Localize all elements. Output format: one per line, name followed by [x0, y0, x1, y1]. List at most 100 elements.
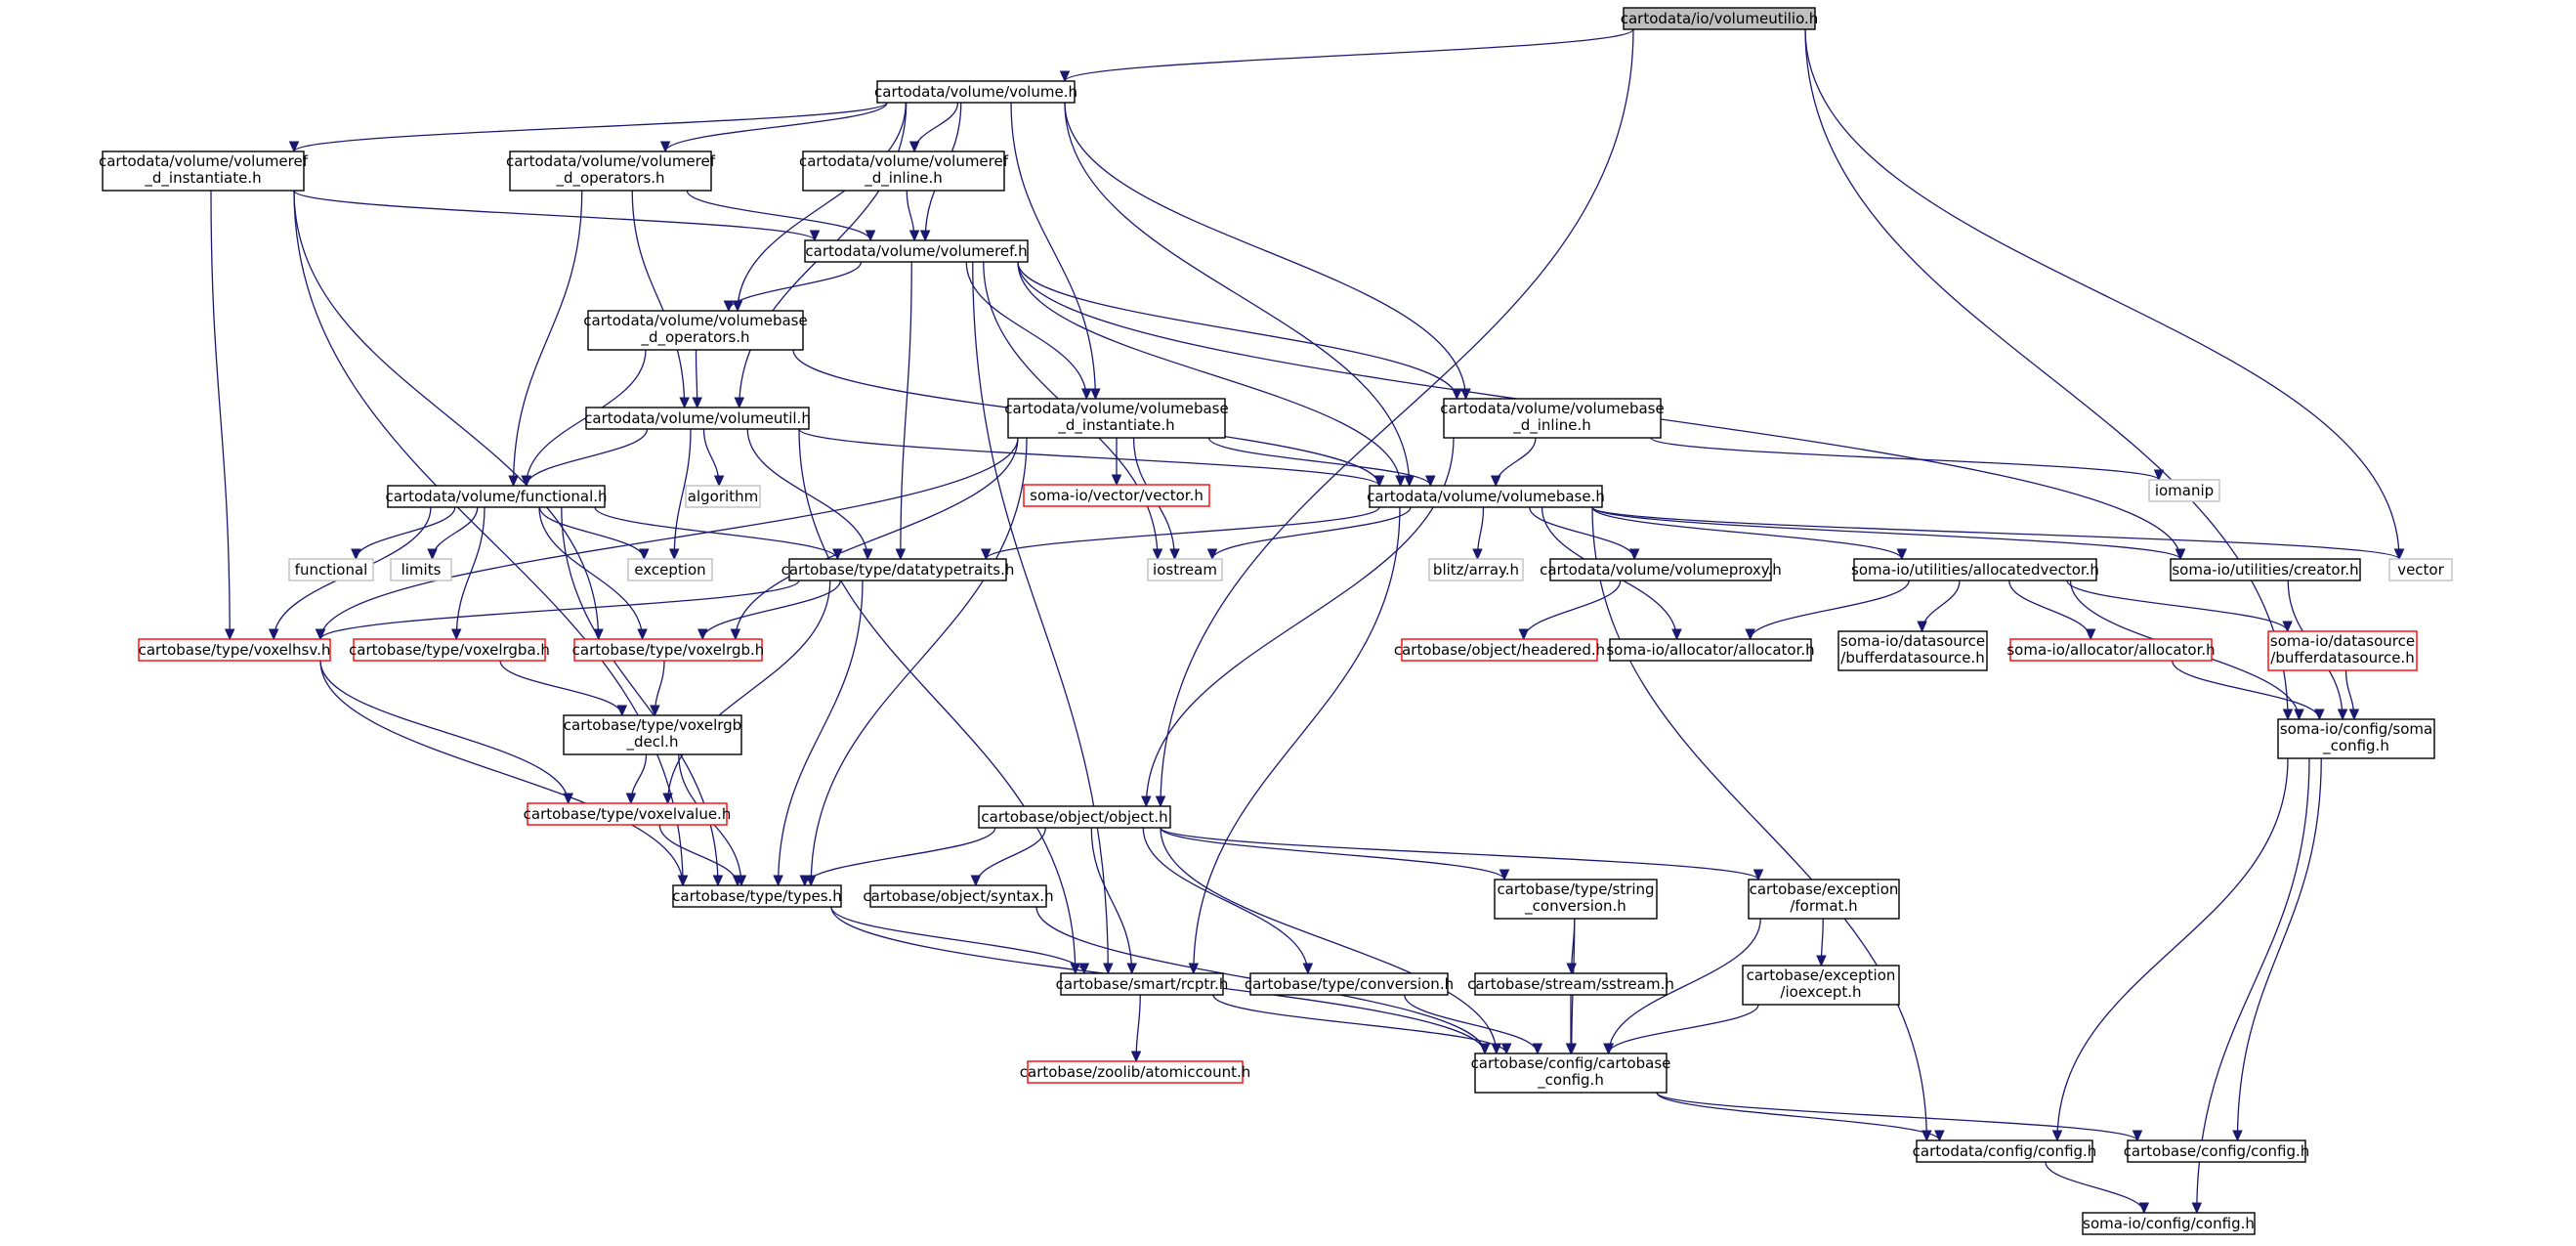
node-atomiccount[interactable]: cartobase/zoolib/atomiccount.h	[1020, 1060, 1250, 1084]
node-string_conversion[interactable]: cartobase/type/string_conversion.h	[1494, 879, 1658, 920]
arrowhead-allocatedvector-to-somaio_allocator_black	[1745, 628, 1755, 641]
node-box-volumeref_d_operators	[509, 150, 712, 192]
node-box-object	[978, 805, 1171, 829]
edge-volumeproxy-to-headered	[1523, 580, 1622, 640]
node-label-string_conversion-0: cartobase/type/string	[1497, 881, 1654, 898]
node-label-volumeref_d_inline-0: cartodata/volume/volumeref	[799, 152, 1009, 170]
edge-volumeutil-to-functional_h	[526, 428, 649, 487]
edge-voxelrgba-to-voxelrgb_decl	[499, 660, 623, 716]
node-creator[interactable]: soma-io/utilities/creator.h	[2170, 558, 2361, 581]
arrowhead-volumeutil-to-datatypetraits	[862, 548, 873, 561]
node-volumeref_d_instantiate[interactable]: cartodata/volume/volumeref_d_instantiate…	[99, 150, 309, 192]
node-voxelrgb[interactable]: cartobase/type/voxelrgb.h	[572, 638, 765, 662]
node-volumeref_d_inline[interactable]: cartodata/volume/volumeref_d_inline.h	[799, 150, 1009, 192]
arrowhead-volumebase-to-creator	[2175, 548, 2186, 561]
arrowhead-volumeref-to-volumebase	[1395, 475, 1406, 488]
node-volumebase[interactable]: cartodata/volume/volumebase.h	[1367, 485, 1605, 508]
node-somaio_config_h[interactable]: soma-io/config/config.h	[2082, 1212, 2256, 1235]
node-volumeref[interactable]: cartodata/volume/volumeref.h	[804, 239, 1029, 263]
node-label-volume-0: cartodata/volume/volume.h	[874, 83, 1077, 101]
arrowhead-volumeref-to-datatypetraits	[895, 548, 907, 561]
node-label-somaio_allocator_black-0: soma-io/allocator/allocator.h	[1606, 641, 1814, 659]
node-label-somaio_vector-0: soma-io/vector/vector.h	[1030, 487, 1204, 504]
node-volumeref_d_operators[interactable]: cartodata/volume/volumeref_d_operators.h	[506, 150, 716, 192]
edge-volumebase_d_instantiate-to-voxelhsv	[319, 437, 1019, 640]
node-voxelvalue[interactable]: cartobase/type/voxelvalue.h	[524, 802, 732, 826]
edge-exception_format-to-cartobase_config	[1608, 918, 1761, 1054]
arrowhead-volumebase_d_instantiate-to-voxelrgb	[730, 628, 741, 641]
node-label-volumebase_d_instantiate-1: _d_instantiate.h	[1057, 416, 1174, 435]
arrowhead-volumeproxy-to-headered	[1518, 628, 1530, 641]
edge-soma_config-to-cartobase_config_h	[2236, 757, 2322, 1141]
node-functional_h[interactable]: cartodata/volume/functional.h	[385, 485, 608, 508]
node-label-iostream-0: iostream	[1153, 561, 1217, 579]
node-box-bufferdatasource_red	[2267, 630, 2418, 671]
node-ioexcept[interactable]: cartobase/exception/ioexcept.h	[1742, 965, 1900, 1006]
node-label-volumeutilio-0: cartodata/io/volumeutilio.h	[1621, 10, 1819, 27]
node-box-blitz_array	[1428, 558, 1524, 581]
node-syntax[interactable]: cartobase/object/syntax.h	[863, 884, 1054, 908]
node-voxelrgba[interactable]: cartobase/type/voxelrgba.h	[349, 638, 550, 662]
node-volumeutilio[interactable]: cartodata/io/volumeutilio.h	[1621, 7, 1819, 30]
edge-volumeref_d_instantiate-to-types	[293, 190, 684, 886]
node-label-volumebase_d_inline-1: _d_inline.h	[1512, 416, 1591, 435]
node-volume[interactable]: cartodata/volume/volume.h	[874, 80, 1077, 104]
edge-cartobase_config-to-cartobase_config_h	[1656, 1092, 2138, 1141]
node-bufferdatasource_black[interactable]: soma-io/datasource/bufferdatasource.h	[1837, 630, 1988, 671]
edge-volumeref-to-datatypetraits	[900, 261, 912, 560]
node-allocatedvector[interactable]: soma-io/utilities/allocatedvector.h	[1851, 558, 2099, 581]
node-cartobase_config[interactable]: cartobase/config/cartobase_config.h	[1471, 1053, 1671, 1094]
node-volumeproxy[interactable]: cartodata/volume/volumeproxy.h	[1540, 558, 1782, 581]
node-rcptr[interactable]: cartobase/smart/rcptr.h	[1056, 972, 1229, 996]
node-soma_config[interactable]: soma-io/config/soma_config.h	[2277, 718, 2435, 759]
edge-volumeutil-to-volumebase	[798, 428, 1380, 487]
node-label-limits-0: limits	[401, 561, 442, 579]
node-volumeutil[interactable]: cartodata/volume/volumeutil.h	[584, 407, 811, 430]
arrowhead-functional_h-to-limits	[427, 548, 438, 561]
node-label-volumebase_d_operators-1: _d_operators.h	[640, 328, 749, 347]
edge-datatypetraits-to-types	[777, 580, 864, 886]
node-datatypetraits[interactable]: cartobase/type/datatypetraits.h	[781, 558, 1015, 581]
node-label-bufferdatasource_red-0: soma-io/datasource	[2270, 632, 2415, 650]
node-label-volumeref-0: cartodata/volume/volumeref.h	[805, 242, 1027, 260]
edge-volumeref_d_instantiate-to-volumeref	[293, 190, 816, 241]
node-types[interactable]: cartobase/type/types.h	[672, 884, 842, 908]
node-object[interactable]: cartobase/object/object.h	[978, 805, 1171, 829]
node-headered[interactable]: cartobase/object/headered.h	[1394, 638, 1605, 662]
edge-functional_h-to-voxelrgb	[538, 506, 644, 640]
edge-volumeutil-to-exception	[673, 428, 692, 560]
node-cartobase_config_h[interactable]: cartobase/config/config.h	[2124, 1139, 2310, 1163]
node-voxelhsv[interactable]: cartobase/type/voxelhsv.h	[138, 638, 331, 662]
arrowhead-volume-to-volumeref_d_inline	[908, 141, 920, 153]
arrowhead-volumeref-to-rcptr	[1103, 963, 1114, 975]
node-label-iomanip-0: iomanip	[2155, 482, 2214, 499]
node-volumebase_d_instantiate[interactable]: cartodata/volume/volumebase_d_instantiat…	[1004, 398, 1229, 439]
node-label-volumeref_d_inline-1: _d_inline.h	[864, 169, 943, 188]
arrowhead-allocatedvector-to-soma_config	[2294, 709, 2304, 721]
node-label-voxelrgb_decl-0: cartobase/type/voxelrgb	[564, 716, 741, 734]
edge-volumebase-to-creator	[1591, 506, 2181, 560]
node-exception_format[interactable]: cartobase/exception/format.h	[1748, 879, 1900, 920]
node-volumebase_d_inline[interactable]: cartodata/volume/volumebase_d_inline.h	[1440, 398, 1665, 439]
edge-object-to-conversion	[1142, 827, 1309, 974]
node-bufferdatasource_red[interactable]: soma-io/datasource/bufferdatasource.h	[2267, 630, 2418, 671]
node-vector: vector	[2388, 558, 2453, 581]
node-somaio_allocator_red[interactable]: soma-io/allocator/allocator.h	[2006, 638, 2216, 662]
node-algorithm: algorithm	[685, 485, 761, 508]
arrowhead-cartobase_config-to-cartobase_config_h	[2132, 1130, 2143, 1142]
node-conversion[interactable]: cartobase/type/conversion.h	[1245, 972, 1454, 996]
node-box-allocatedvector	[1853, 558, 2097, 581]
node-somaio_vector[interactable]: soma-io/vector/vector.h	[1023, 484, 1210, 507]
edge-cartodata_config-to-somaio_config_h	[2045, 1161, 2145, 1214]
node-somaio_allocator_black[interactable]: soma-io/allocator/allocator.h	[1606, 638, 1815, 662]
arrowhead-volumebase_d_inline-to-object	[1141, 795, 1152, 808]
node-limits: limits	[390, 558, 452, 581]
node-label-voxelvalue-0: cartobase/type/voxelvalue.h	[524, 805, 732, 823]
node-sstream[interactable]: cartobase/stream/sstream.h	[1467, 972, 1674, 996]
edge-conversion-to-cartobase_config	[1404, 994, 1539, 1054]
node-cartodata_config[interactable]: cartodata/config/config.h	[1913, 1139, 2097, 1163]
node-volumebase_d_operators[interactable]: cartodata/volume/volumebase_d_operators.…	[583, 310, 808, 351]
node-voxelrgb_decl[interactable]: cartobase/type/voxelrgb_decl.h	[563, 714, 742, 755]
arrowhead-volume-to-volumeref	[919, 230, 931, 242]
arrowhead-volumebase_d_operators-to-volumeutil	[692, 397, 702, 409]
